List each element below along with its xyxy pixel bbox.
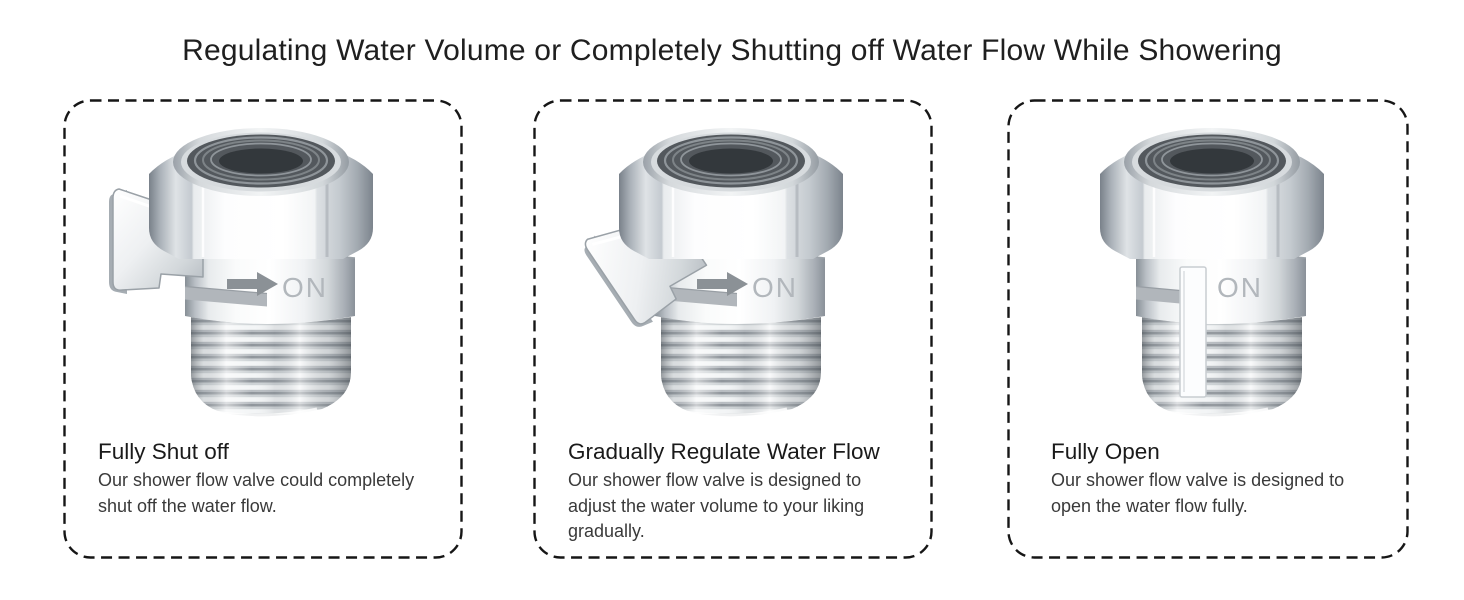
valve-groove	[655, 286, 737, 307]
panel-description: Our shower flow valve is designed to ope…	[1051, 470, 1345, 516]
valve-threads	[1142, 317, 1302, 417]
on-label: ON	[1217, 272, 1263, 303]
on-arrow-icon	[697, 272, 748, 296]
valve-lever-vertical-slot	[1179, 266, 1207, 398]
valve-illustration-regulate: ON	[573, 116, 853, 428]
valve-threads	[191, 317, 351, 417]
valve-illustration-open: ON	[1054, 116, 1334, 428]
panel-heading: Fully Open	[1051, 439, 1160, 464]
panel-fully-shut-off: ON Fully Shut off Our shower flow valve …	[63, 99, 463, 559]
panel-heading: Fully Shut off	[98, 439, 229, 464]
panel-border	[533, 99, 933, 559]
on-label: ON	[752, 272, 798, 303]
on-arrow-icon	[227, 272, 278, 296]
valve-groove	[1136, 286, 1180, 304]
page-title: Regulating Water Volume or Completely Sh…	[182, 34, 1282, 67]
panel-fully-open: ON Fully Open Our shower flow valve is d…	[1007, 99, 1409, 559]
valve-top-opening	[173, 128, 349, 196]
valve-threads	[661, 317, 821, 417]
panel-description: Our shower flow valve is designed to adj…	[568, 470, 865, 541]
valve-groove	[185, 286, 267, 307]
valve-top-opening	[643, 128, 819, 196]
panel-description: Our shower flow valve could completely s…	[98, 470, 415, 516]
panel-border	[1007, 99, 1409, 559]
valve-top-opening	[1124, 128, 1300, 196]
panel-gradually-regulate: ON Gradually Regulate Water Flow Our sho…	[533, 99, 933, 559]
panel-border	[63, 99, 463, 559]
valve-illustration-shut-off: ON	[103, 116, 383, 428]
valve-band	[1136, 253, 1306, 324]
panel-heading: Gradually Regulate Water Flow	[568, 439, 880, 464]
on-label: ON	[282, 272, 328, 303]
